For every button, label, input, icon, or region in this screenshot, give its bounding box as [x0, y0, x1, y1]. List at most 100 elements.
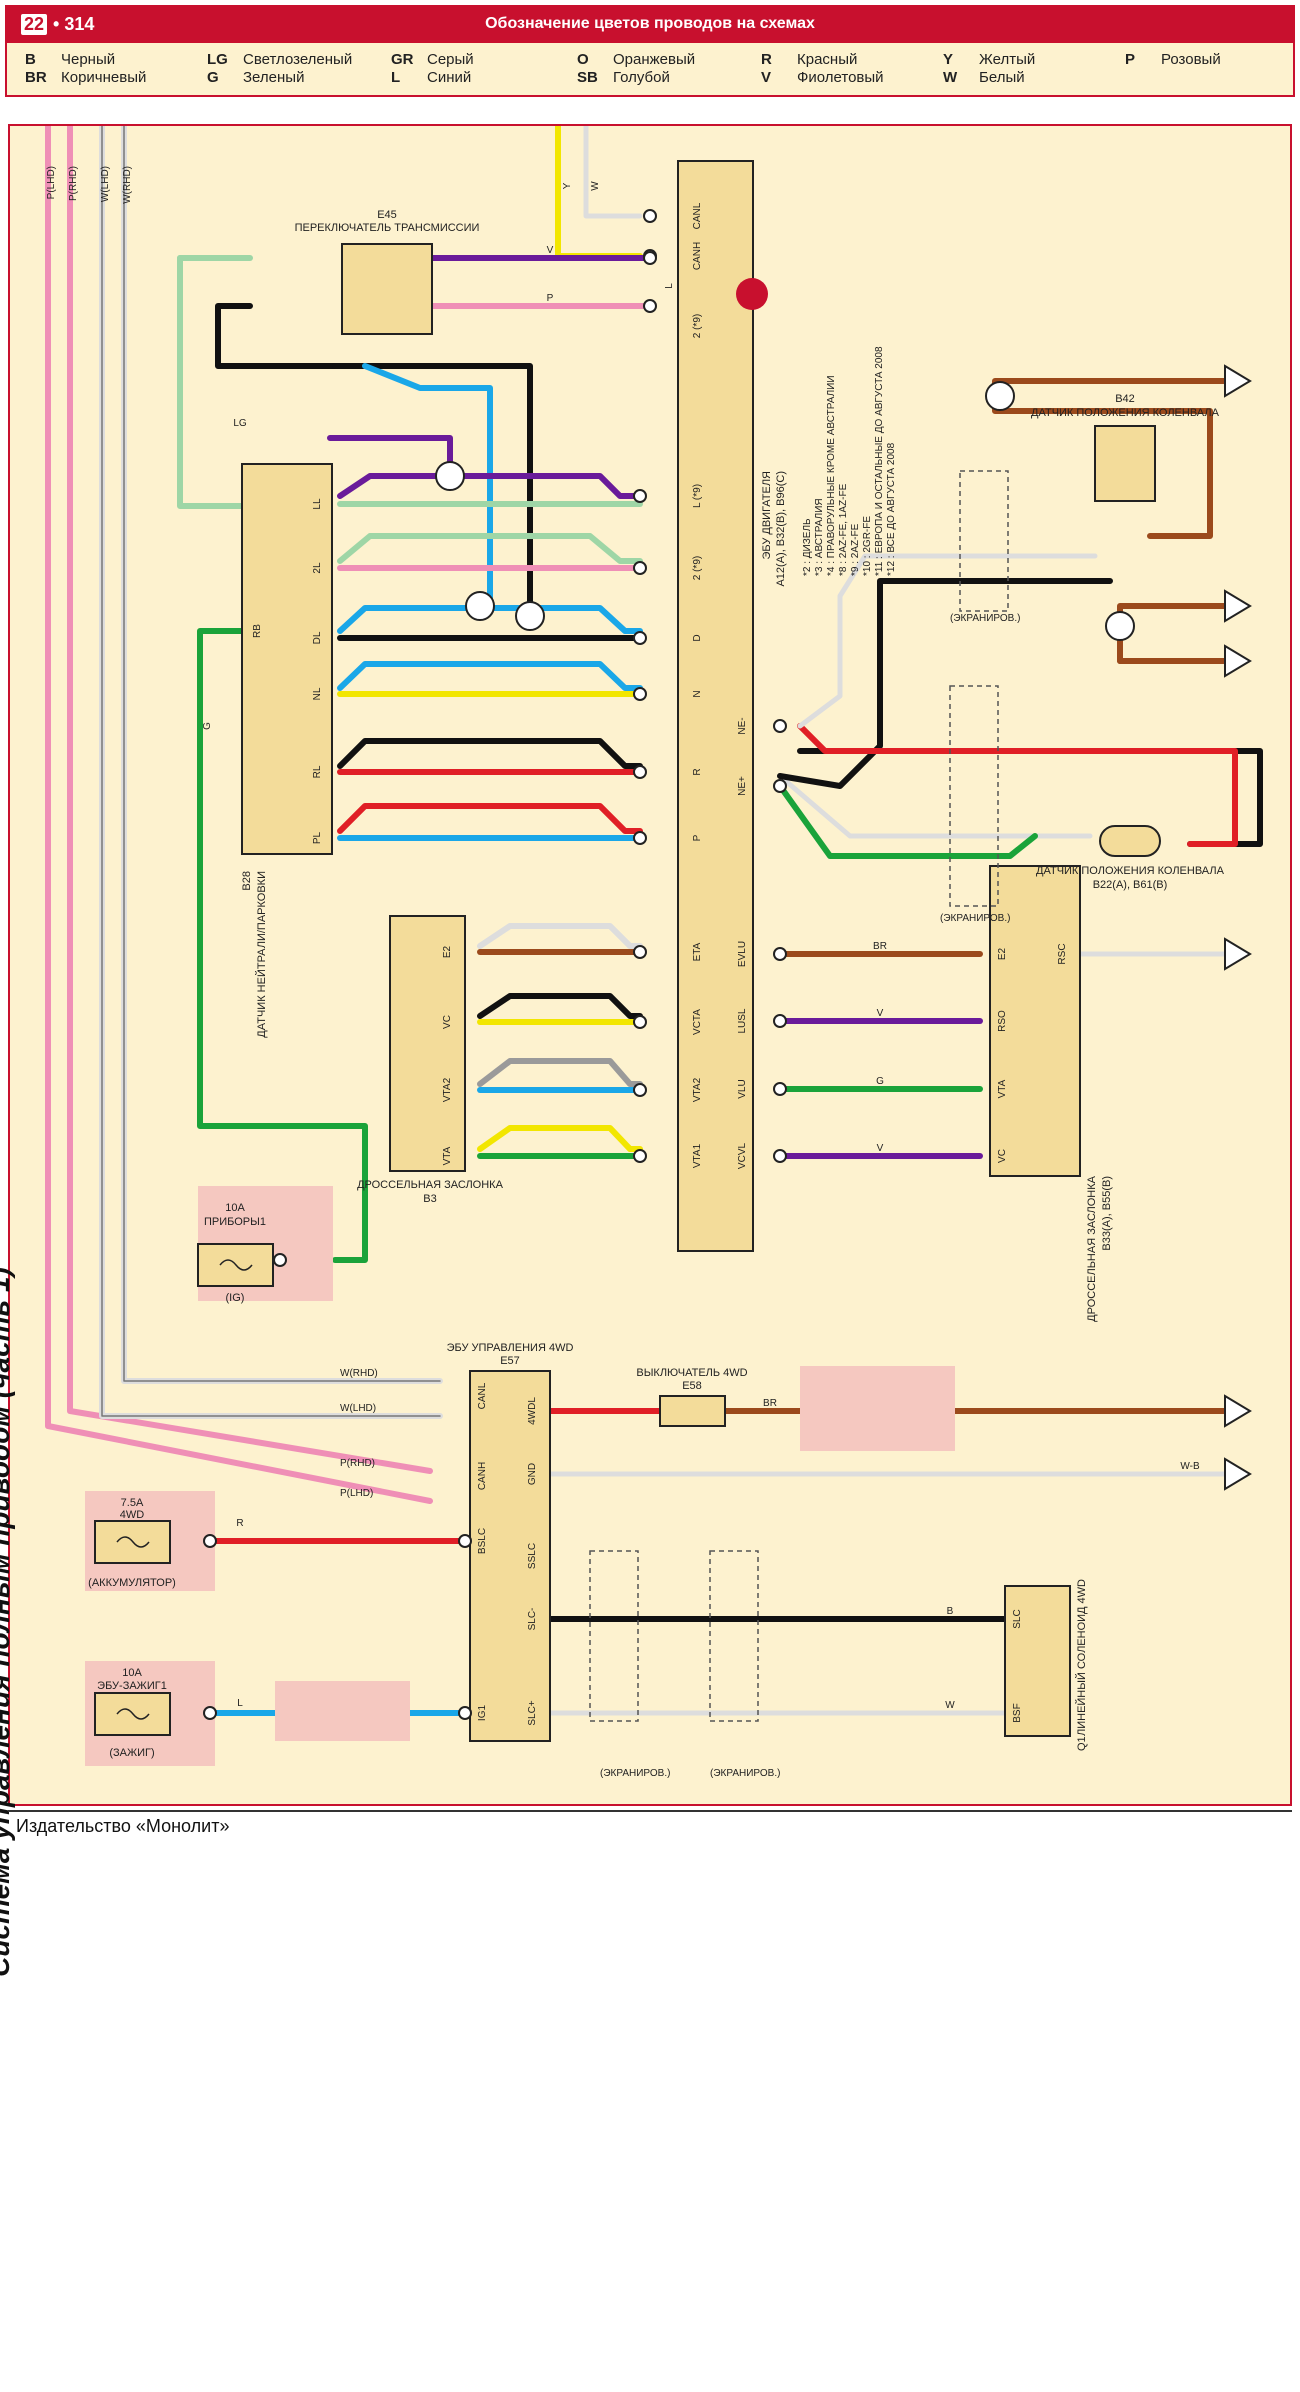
wire-p-rhd	[67, 126, 433, 1474]
pin-label: LL	[312, 498, 323, 510]
pin-label: RB	[252, 624, 263, 638]
pin-label: 2L	[312, 562, 323, 574]
wire-label: BR	[763, 1398, 777, 1409]
pin-label: VTA2	[442, 1077, 453, 1102]
neutral-switch-label: ДАТЧИК НЕЙТРАЛИ/ПАРКОВКИ	[255, 871, 268, 1038]
solenoid-4wd	[1004, 1585, 1071, 1737]
pin-label: EVLU	[737, 941, 748, 967]
wire-label: V	[877, 1143, 884, 1154]
pin-label: CANH	[477, 1462, 488, 1490]
wire-b-ne	[777, 578, 1113, 789]
switch-4wd-label: ВЫКЛЮЧАТЕЛЬ 4WD	[636, 1367, 747, 1379]
wire-w-canl	[583, 126, 643, 219]
pin-label: IG1	[477, 1705, 488, 1722]
page-number-text: • 314	[53, 14, 95, 34]
wire-label: B	[947, 1606, 954, 1617]
wire-g-ig	[197, 628, 368, 1263]
wire-label: G	[876, 1076, 884, 1087]
splice-br2	[1105, 611, 1135, 641]
pin-label: VTA	[442, 1146, 453, 1165]
pin-label: VC	[442, 1015, 453, 1029]
pin-label: SLC-	[527, 1608, 538, 1631]
note: *12 : ВСЕ ДО АВГУСТА 2008	[886, 442, 897, 576]
ecu-marker	[736, 278, 768, 310]
wire-label: P(RHD)	[340, 1458, 375, 1469]
wire-lg-2l	[337, 533, 643, 564]
fuse-ignition-rating: 10A	[122, 1667, 142, 1679]
ecu-4wd-id: E57	[500, 1355, 520, 1367]
pin-label: GND	[527, 1463, 538, 1485]
connector-pin	[203, 1534, 217, 1548]
wire-w-e2	[477, 923, 643, 949]
transmission-switch-label: ПЕРЕКЛЮЧАТЕЛЬ ТРАНСМИССИИ	[295, 222, 480, 234]
wire-l-down	[362, 363, 493, 609]
screen-label: (ЭКРАНИРОВ.)	[950, 613, 1020, 624]
connector-pin	[773, 1149, 787, 1163]
pin-label: NE+	[737, 776, 748, 796]
cam-sensor	[1094, 425, 1156, 502]
neutral-switch	[241, 463, 333, 855]
pin-label: NL	[312, 687, 323, 700]
throttle-right	[989, 865, 1081, 1177]
wire-label: W(LHD)	[340, 1403, 376, 1414]
screen-box	[589, 1550, 639, 1722]
pin-label: D	[692, 634, 703, 641]
note: *9 : 2AZ-FE	[850, 523, 861, 576]
wire-l-nl	[337, 661, 643, 691]
connector-pin	[773, 1082, 787, 1096]
connector-pin	[633, 489, 647, 503]
connector-pin	[203, 1706, 217, 1720]
wire-r-pl	[337, 803, 643, 834]
connector-pin	[773, 719, 787, 733]
wire-gr-vta2	[477, 1058, 643, 1087]
pin-label: 2 (*9)	[692, 556, 703, 580]
fuse-ig-name: ПРИБОРЫ1	[204, 1216, 266, 1228]
wire-label: P(LHD)	[340, 1488, 373, 1499]
wire-b-vc	[477, 993, 643, 1019]
switch-4wd	[659, 1395, 726, 1427]
pin-label: SLC	[1012, 1609, 1023, 1628]
throttle-left	[389, 915, 466, 1172]
fuse-battery-name: 4WD	[120, 1509, 145, 1521]
wire-w-cam	[797, 553, 1098, 729]
pin-label: PL	[312, 831, 323, 844]
wire-color-header: 22• 314 Обозначение цветов проводов на с…	[5, 5, 1295, 97]
wire-b-down	[332, 363, 533, 619]
wire-label: V	[547, 245, 554, 256]
screen-box	[949, 685, 999, 907]
connector-pin	[633, 561, 647, 575]
wire-label: W(RHD)	[340, 1368, 378, 1379]
wire-l-dl	[337, 605, 643, 634]
wire-label: V	[877, 1008, 884, 1019]
pin-label: BSLC	[477, 1528, 488, 1554]
pin-label: VTA2	[692, 1077, 703, 1102]
pin-label: CANL	[692, 202, 703, 229]
wire-b-rl	[337, 738, 643, 769]
pin-label: L (*9)	[692, 484, 703, 508]
screen-label: (ЭКРАНИРОВ.)	[710, 1768, 780, 1779]
connector-pin	[458, 1534, 472, 1548]
pin-label: P	[692, 834, 703, 841]
connector-pin	[633, 1015, 647, 1029]
crank-sensor-coil	[1099, 825, 1161, 857]
wire-label: L	[237, 1698, 243, 1709]
diagram-frame: Система управления полным приводом (част…	[0, 124, 1292, 1977]
pin-label: L	[664, 283, 675, 289]
wire-v-ll	[337, 473, 643, 499]
throttle-left-id: B3	[423, 1193, 436, 1205]
ground-symbol	[1224, 1457, 1252, 1491]
connector-pin	[633, 1083, 647, 1097]
pin-label: VCVL	[737, 1143, 748, 1170]
harness-label: P(RHD)	[68, 166, 79, 201]
fuse-symbol	[219, 1259, 253, 1271]
ecu-engine-label: ЭБУ ДВИГАТЕЛЯ	[761, 471, 773, 560]
pin-label: N	[692, 690, 703, 697]
throttle-right-label: ДРОССЕЛЬНАЯ ЗАСЛОНКА	[1086, 1175, 1098, 1321]
wire-label: W	[590, 181, 601, 191]
harness-label: P(LHD)	[46, 166, 57, 199]
